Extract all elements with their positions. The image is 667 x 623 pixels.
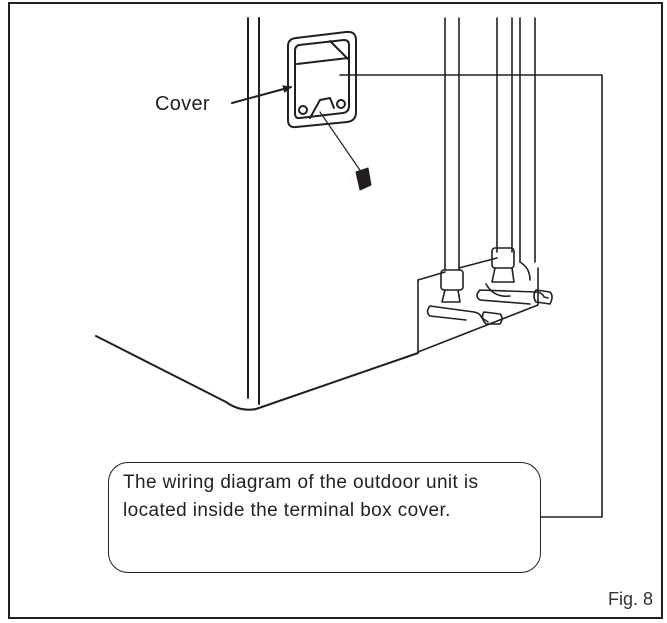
cover-label: Cover <box>155 93 210 115</box>
unit-body <box>95 17 419 411</box>
terminal-box <box>287 30 357 129</box>
wiring-note-callout: The wiring diagram of the outdoor unit i… <box>108 462 541 573</box>
service-valves <box>417 247 553 353</box>
figure-frame <box>8 2 663 619</box>
refrigerant-pipes <box>444 17 536 271</box>
screw-icon <box>319 111 372 191</box>
cover-arrow <box>231 85 292 104</box>
callout-leader-line <box>339 74 603 518</box>
figure-number: Fig. 8 <box>607 589 653 609</box>
